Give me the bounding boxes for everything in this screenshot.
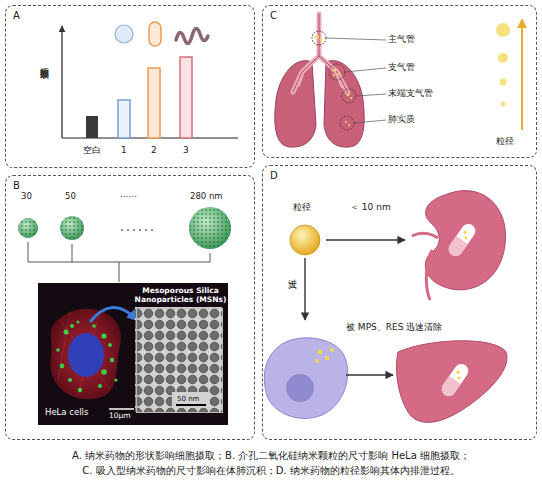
panel-letter: B [13, 180, 20, 192]
threshold-label: ＜ 10 nm [350, 202, 391, 212]
panel-box: B HeLa cells 10μm Mesoporous Silica Nanopar… [5, 175, 255, 440]
anatomy-label: 末端支气管 [388, 88, 433, 98]
panel-letter: A [13, 10, 20, 22]
scale-label: 50 nm [177, 395, 199, 403]
panel-letter: C [270, 10, 277, 22]
figure-caption: A. 纳米药物的形状影响细胞摄取；B. 介孔二氧化硅纳米颗粒的尺寸影响 HeLa… [70, 448, 472, 478]
tem-inset: Mesoporous Silica Nanoparticles (MSNs)50… [136, 308, 223, 413]
size-label: 280 nm [190, 192, 223, 202]
category-label: 3 [183, 145, 189, 155]
panel-box: C [262, 5, 537, 158]
process-label: 被 MPS、RES 迅速清除 [346, 322, 442, 332]
size-label: 50 [65, 192, 76, 202]
category-label: 2 [151, 145, 157, 155]
ellipsis-label: …… [120, 190, 137, 200]
scale-label: 10μm [109, 412, 131, 421]
inset-title: Mesoporous Silica Nanoparticles (MSNs) [133, 286, 228, 304]
axis-label: 粒径 [496, 136, 514, 146]
axis-label: 细胞摄取 [40, 60, 50, 64]
panel-letter: D [270, 170, 278, 182]
panel-box: A [5, 5, 255, 168]
category-label: 1 [121, 145, 127, 155]
axis-label: 粒径 [293, 202, 311, 212]
condition-label: 过大 [288, 272, 298, 274]
anatomy-label: 肺实质 [388, 114, 415, 124]
category-label: 空白 [83, 145, 101, 155]
anatomy-label: 主气管 [388, 34, 415, 44]
image-label: HeLa cells [45, 408, 88, 418]
micrograph-image: HeLa cells 10μm Mesoporous Silica Nanopart… [39, 284, 229, 426]
size-label: 30 [21, 192, 32, 202]
anatomy-label: 支气管 [388, 62, 415, 72]
